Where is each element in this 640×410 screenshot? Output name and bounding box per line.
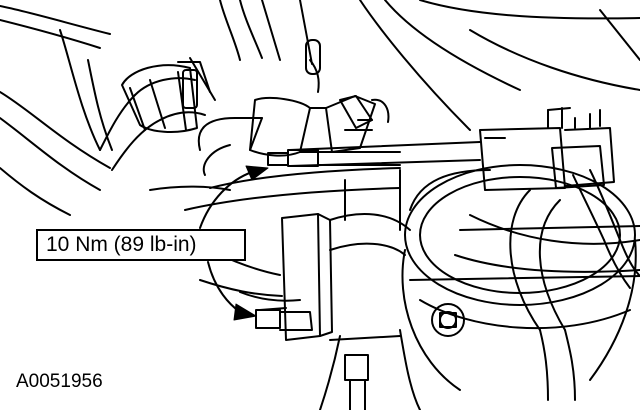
housing-bolt (431, 303, 465, 337)
upper-hose (219, 0, 321, 93)
lower-casting (199, 169, 421, 410)
coolant-hose (99, 57, 216, 171)
lower-bracket (239, 213, 333, 341)
background-hoses (0, 5, 113, 216)
sensor-body (197, 95, 390, 176)
vacuum-hose (509, 189, 576, 401)
callout-leaders (199, 165, 269, 321)
mounting-strap (149, 141, 481, 211)
torque-label: 10 Nm (89 lb-in) (46, 233, 197, 256)
background-contours (359, 0, 640, 131)
figure-id: A0051956 (16, 371, 103, 392)
valve-housing (401, 164, 640, 391)
electrical-connector (479, 107, 640, 289)
torque-callout: 10 Nm (89 lb-in) (36, 229, 246, 261)
